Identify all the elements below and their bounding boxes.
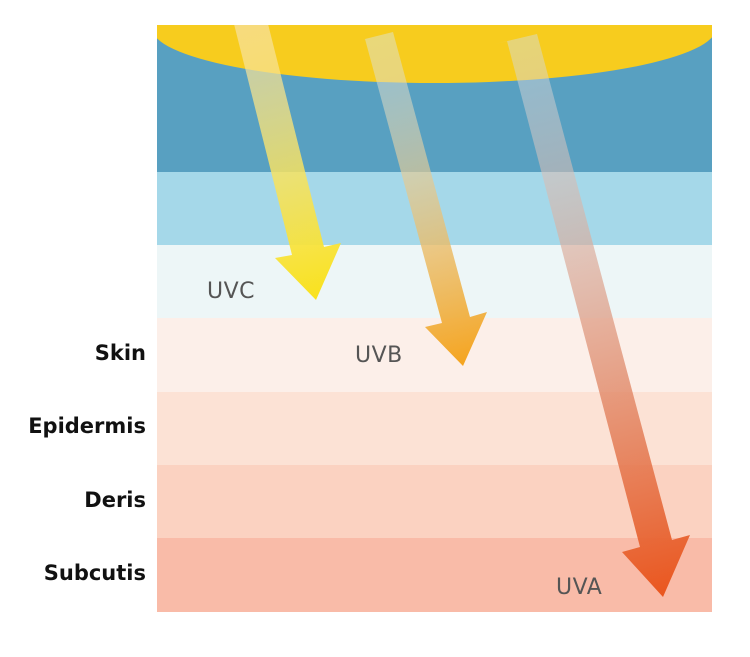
uvc-arrow	[234, 25, 341, 300]
layer-label-subcutis: Subcutis	[43, 561, 146, 585]
uvb-arrow	[353, 32, 487, 366]
layer-label-deris: Deris	[84, 488, 146, 512]
skin-band-5	[157, 538, 712, 612]
layer-label-epidermis: Epidermis	[28, 414, 146, 438]
sun-shape	[157, 25, 712, 83]
ray-label-uvc: UVC	[207, 279, 256, 304]
ray-label-uva: UVA	[556, 575, 603, 600]
uva-arrow	[495, 34, 690, 597]
ray-label-uvb: UVB	[355, 343, 403, 368]
skin-band-4	[157, 465, 712, 538]
layer-label-skin: Skin	[94, 341, 146, 365]
